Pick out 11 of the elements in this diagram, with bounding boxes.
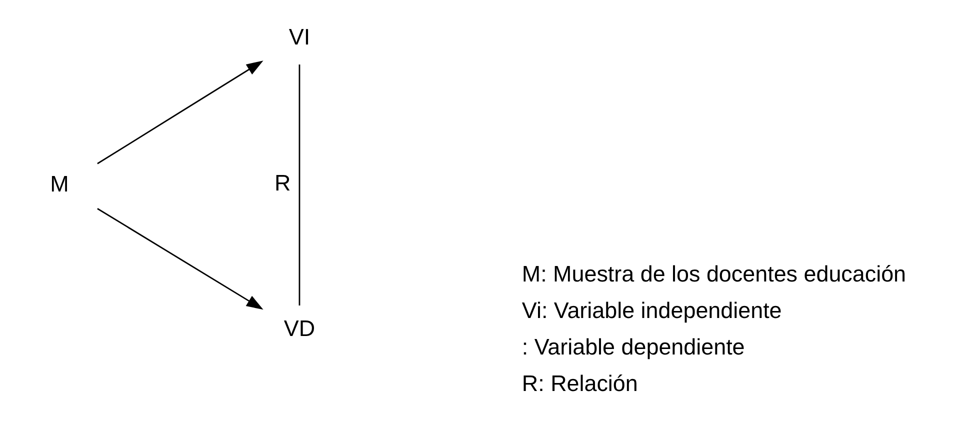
arrow [97,60,264,164]
node-text: VD [284,316,316,342]
arrow [97,208,264,310]
node-text: M [50,172,69,197]
label: R: Relación [522,370,638,396]
label: M: Muestra de los docentes educación [522,261,906,286]
connector [298,64,300,306]
label: : Variable dependiente [522,334,745,360]
node-text: VI [288,24,310,50]
label: Vi: Variable independiente [522,298,782,323]
edge-label: R [274,170,291,196]
